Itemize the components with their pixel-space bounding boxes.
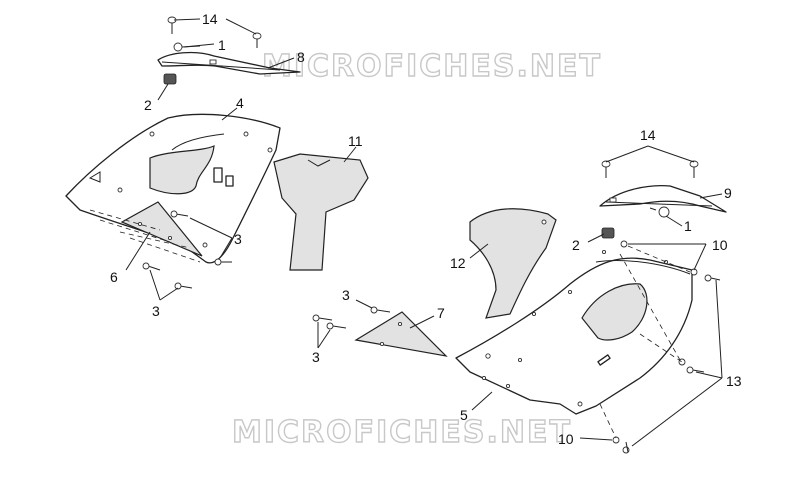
panel-part-4	[65, 113, 281, 264]
callout-3-left-b: 3	[152, 303, 160, 319]
callout-7: 7	[437, 305, 445, 321]
callout-4: 4	[236, 95, 244, 111]
bracket-right-part-9	[599, 184, 727, 213]
dashed-guides-right	[599, 245, 691, 439]
callout-1-right: 1	[684, 218, 692, 234]
screw-1-right	[649, 206, 670, 218]
callout-12: 12	[450, 255, 466, 271]
callout-6: 6	[110, 269, 118, 285]
callout-8: 8	[297, 49, 305, 65]
grommet-2-left	[163, 73, 177, 85]
washers-part-10	[612, 240, 698, 444]
panel-part-12	[469, 208, 557, 319]
callout-13: 13	[726, 373, 742, 389]
fastener-14-right-a	[601, 160, 611, 178]
screws-part-3-middle	[312, 306, 391, 330]
screws-part-3-left	[142, 210, 232, 290]
panel-part-11	[273, 153, 369, 271]
leader-lines	[125, 18, 723, 447]
callout-10-bottom: 10	[558, 431, 574, 447]
dashed-guides-left	[89, 209, 201, 263]
callout-11: 11	[348, 133, 363, 149]
panel-part-5	[455, 249, 693, 415]
callout-14-right: 14	[640, 127, 656, 143]
panel-part-7	[354, 311, 448, 357]
callout-2-left: 2	[144, 97, 152, 113]
watermark-bottom: MICROFICHES.NET	[232, 415, 572, 450]
callout-10-top: 10	[712, 237, 728, 253]
fastener-14-left-b	[252, 32, 262, 48]
panel-part-6	[120, 201, 203, 257]
watermark-top: MICROFICHES.NET	[262, 49, 602, 84]
bracket-left-part-8	[157, 51, 301, 75]
callout-1-top: 1	[218, 37, 226, 53]
callout-3-left-a: 3	[234, 231, 242, 247]
callout-5: 5	[460, 407, 468, 423]
callout-9: 9	[724, 185, 732, 201]
screws-part-13	[622, 274, 721, 454]
callout-14-top: 14	[202, 11, 218, 27]
callout-2-right: 2	[572, 237, 580, 253]
callout-3-mid: 3	[342, 287, 350, 303]
callout-3-mid-b: 3	[312, 349, 320, 365]
grommet-2-right	[601, 227, 615, 239]
fastener-14-right-b	[689, 160, 699, 178]
